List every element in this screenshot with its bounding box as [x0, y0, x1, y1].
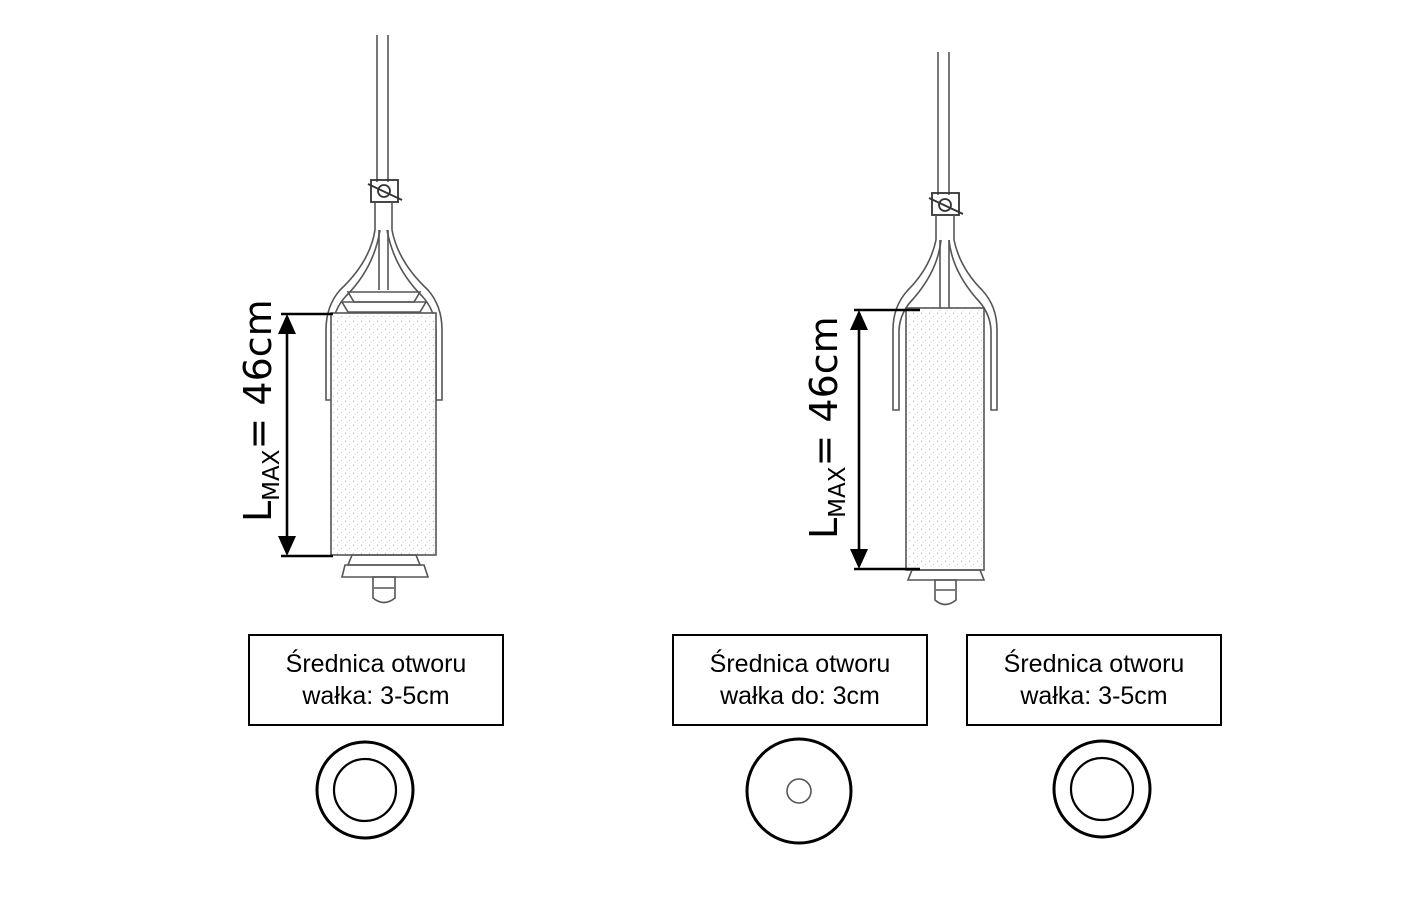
label-line-2: wałka do: 3cm	[720, 682, 880, 710]
left-paint-roller-frame: LMAX= 46cm	[236, 35, 443, 604]
hole-diameter-3-5cm-icon	[315, 740, 415, 840]
label-line-2: wałka: 3-5cm	[302, 682, 450, 710]
dimension-prefix: L	[802, 518, 846, 539]
right-paint-roller-frame: LMAX= 46cm	[802, 52, 998, 606]
hole-diameter-3cm-icon	[745, 737, 853, 845]
label-line-2: wałka: 3-5cm	[1020, 682, 1168, 710]
dimension-value: = 46cm	[236, 299, 280, 449]
label-line-1: Średnica otworu	[285, 650, 467, 678]
svg-text:LMAX= 46cm: LMAX= 46cm	[802, 316, 851, 539]
dimension-prefix: L	[236, 501, 280, 522]
hole-diameter-label-middle: Średnica otworu wałka do: 3cm	[672, 634, 928, 726]
hole-diameter-label-right: Średnica otworu wałka: 3-5cm	[966, 634, 1222, 726]
hole-diameter-label-left: Średnica otworu wałka: 3-5cm	[248, 634, 504, 726]
label-line-1: Średnica otworu	[709, 650, 891, 678]
hole-diameter-3-5cm-icon	[1052, 739, 1152, 839]
dimension-subscript: MAX	[825, 466, 851, 518]
dimension-subscript: MAX	[259, 449, 285, 501]
label-line-1: Średnica otworu	[1003, 650, 1185, 678]
dimension-value: = 46cm	[802, 316, 846, 466]
svg-text:LMAX= 46cm: LMAX= 46cm	[236, 299, 285, 522]
